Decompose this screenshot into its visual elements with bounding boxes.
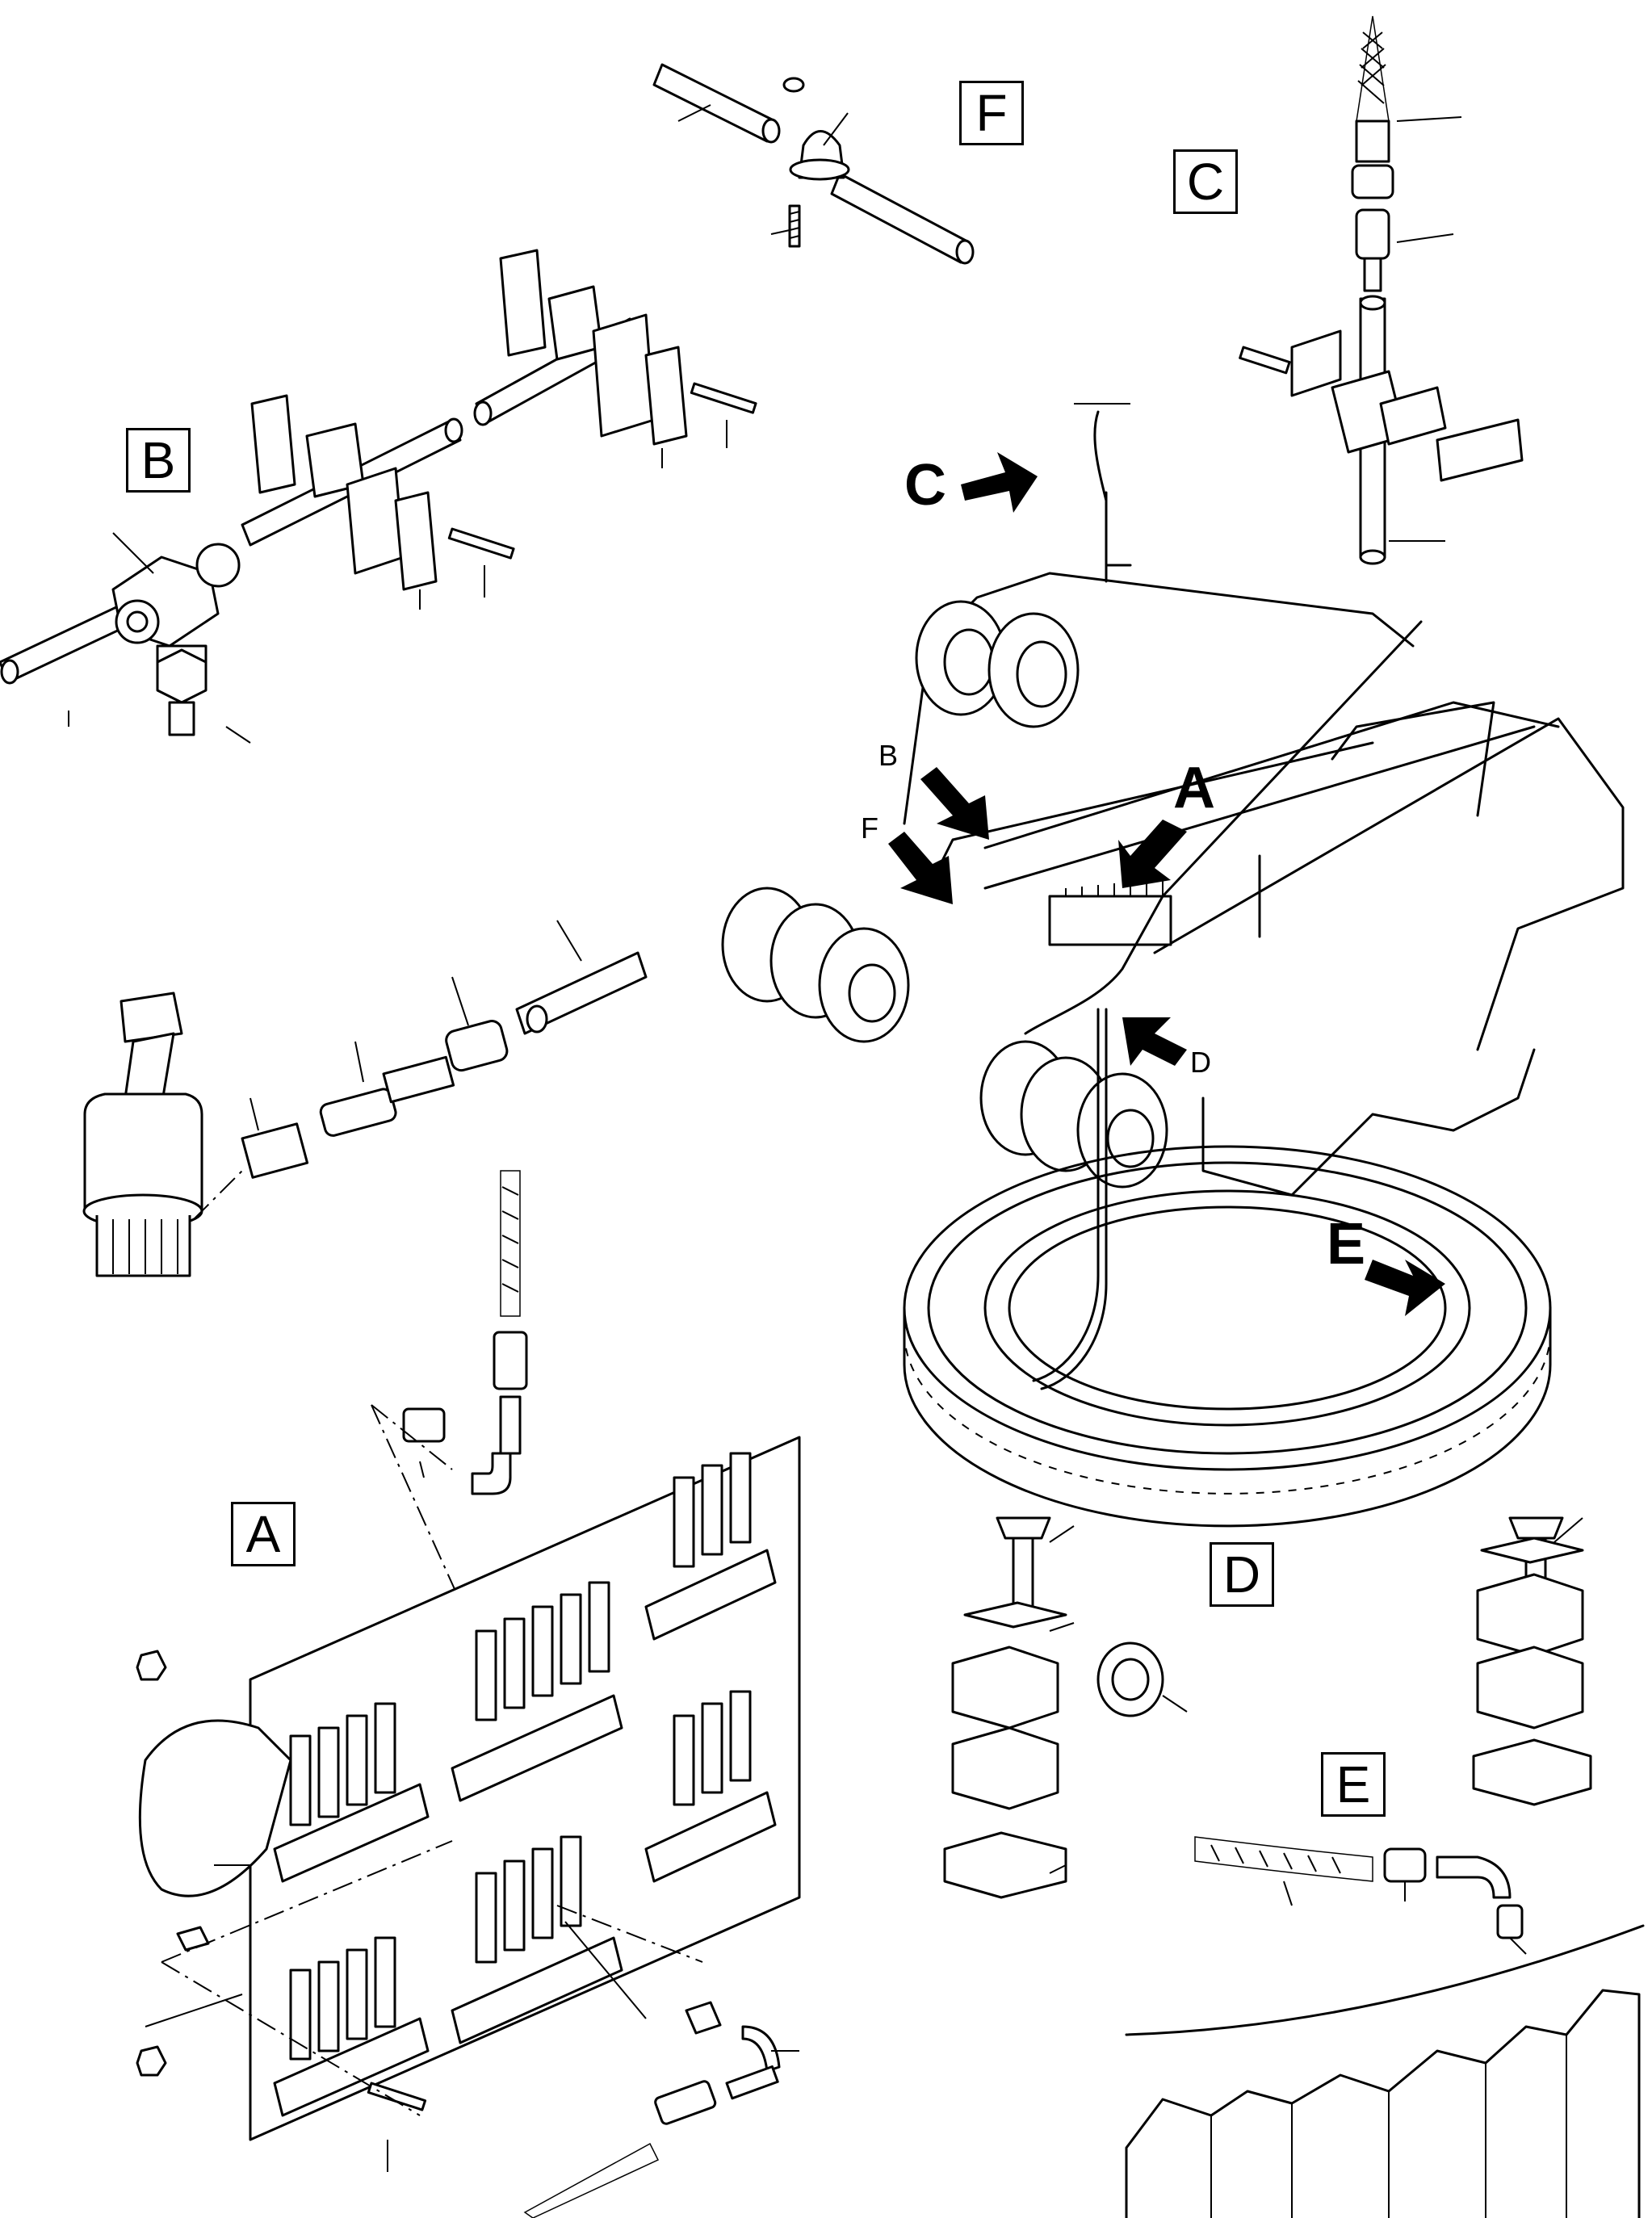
callout-label-c: C bbox=[904, 453, 946, 518]
arrow-e bbox=[1365, 1260, 1445, 1316]
sheave-group-lower bbox=[979, 1040, 1168, 1189]
arrow-f bbox=[888, 832, 953, 904]
detail-d-split-clamp bbox=[943, 1516, 1592, 1899]
detail-label-a: A bbox=[231, 1502, 296, 1566]
detail-b-tube-clamps bbox=[0, 249, 757, 744]
detail-label-c: C bbox=[1173, 149, 1238, 214]
filter-and-fittings bbox=[82, 920, 648, 1277]
detail-c-hose-fitting bbox=[1239, 15, 1524, 565]
arrow-c bbox=[961, 452, 1038, 513]
arrow-d bbox=[1122, 1017, 1187, 1066]
ring-gear-section bbox=[1125, 1924, 1645, 2218]
arrow-label-b: B bbox=[878, 739, 899, 772]
block-row-lower bbox=[273, 1791, 777, 2117]
arrow-b bbox=[920, 767, 989, 840]
detail-e-hose-elbow bbox=[1194, 1836, 1527, 1955]
arrow-label-f: F bbox=[861, 811, 878, 845]
machine-assembly bbox=[721, 403, 1625, 1528]
callout-label-a: A bbox=[1173, 756, 1215, 820]
detail-f-pipe-clamp bbox=[652, 63, 975, 265]
sheave-group-top bbox=[915, 600, 1080, 728]
slewing-ring bbox=[903, 1145, 1552, 1528]
detail-label-d: D bbox=[1210, 1542, 1274, 1607]
supply-hose-fittings bbox=[371, 1170, 528, 1656]
callout-arrows bbox=[888, 452, 1445, 1316]
detail-label-e: E bbox=[1321, 1752, 1386, 1817]
callout-label-e: E bbox=[1327, 1212, 1366, 1277]
block-row-upper bbox=[273, 1549, 777, 1883]
arrow-a bbox=[1118, 820, 1187, 888]
sheave-group-left bbox=[721, 887, 910, 1043]
arrow-label-d: D bbox=[1190, 1046, 1211, 1079]
detail-label-f: F bbox=[959, 81, 1024, 145]
detail-label-b: B bbox=[126, 428, 191, 493]
detail-a-distribution-blocks bbox=[136, 1436, 801, 2218]
